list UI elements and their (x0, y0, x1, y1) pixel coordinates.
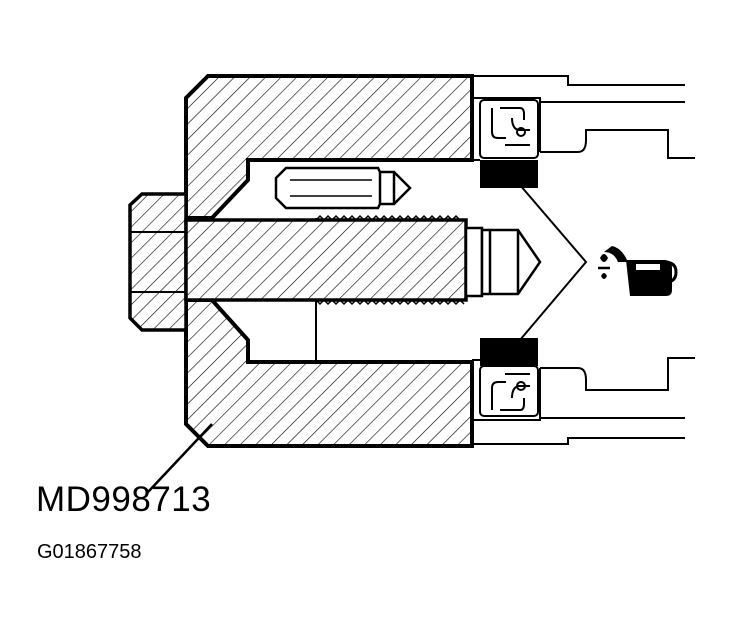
oil-seal-upper (479, 99, 539, 159)
oil-seal-lower (479, 365, 539, 417)
tool-number-label: MD998713 (36, 480, 212, 519)
inner-cavity (248, 159, 472, 363)
pilot-tip (464, 226, 542, 298)
housing (471, 75, 695, 445)
leader-line (147, 423, 213, 493)
guide-pin (274, 166, 412, 210)
threaded-bolt (184, 214, 468, 306)
seal-ring-upper (480, 160, 538, 188)
figure-id-label: G01867758 (37, 541, 142, 563)
seal-ring-lower (480, 338, 538, 366)
oil-can-icon (598, 246, 678, 296)
hex-bolt-head (128, 192, 198, 332)
bolt-entry-gap (198, 217, 212, 301)
